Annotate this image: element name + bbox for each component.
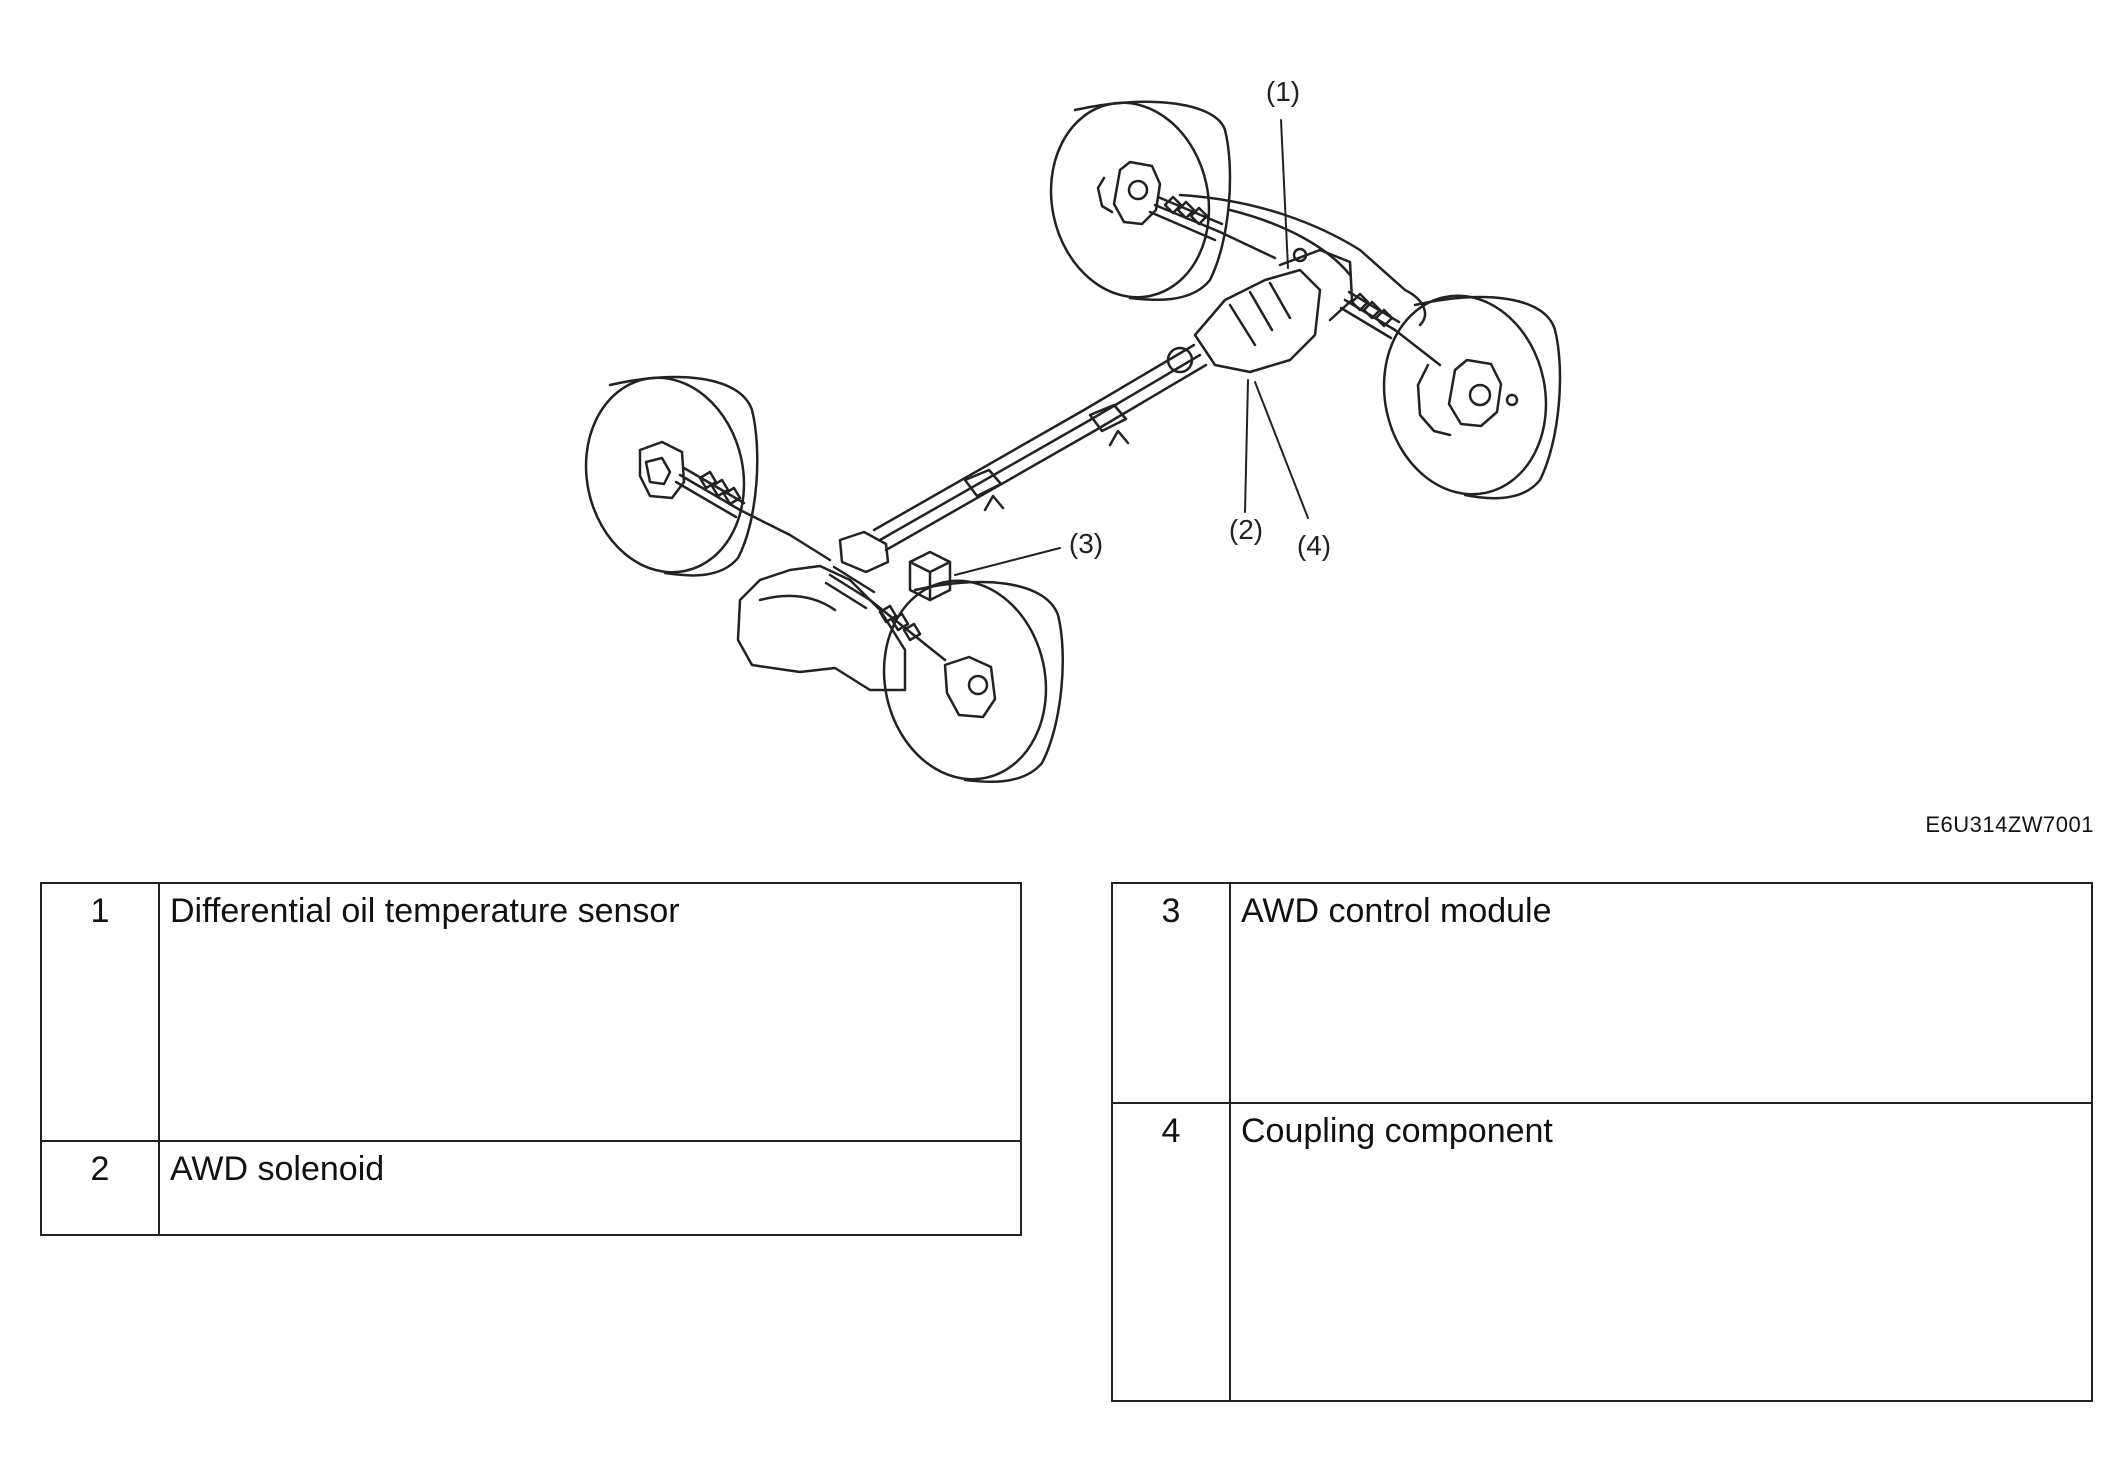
- legend-number: 2: [40, 1140, 160, 1236]
- rear-left-wheel: [1049, 100, 1232, 301]
- legend-number: 4: [1111, 1102, 1231, 1402]
- legend-label: AWD control module: [1229, 882, 2093, 1104]
- rear-differential: [1193, 247, 1354, 374]
- leader-line-1: [1280, 119, 1289, 269]
- legend-label: Coupling component: [1229, 1102, 2093, 1402]
- front-right-wheel: [882, 579, 1064, 784]
- legend-number: 3: [1111, 882, 1231, 1104]
- legend-label: Differential oil temperature sensor: [158, 882, 1022, 1142]
- awd-control-module-box: [908, 550, 952, 602]
- leader-line-3: [954, 547, 1061, 576]
- legend-row: 3 AWD control module: [1111, 882, 2093, 1104]
- callout-4: (4): [1296, 530, 1332, 561]
- rear-body-outline: [1178, 193, 1427, 327]
- callout-1: (1): [1265, 76, 1301, 107]
- callout-3: (3): [1068, 528, 1104, 559]
- callout-2: (2): [1228, 514, 1264, 545]
- legend-label: AWD solenoid: [158, 1140, 1022, 1236]
- figure-code: E6U314ZW7001: [1925, 812, 2094, 837]
- legend-row: 2 AWD solenoid: [40, 1140, 1022, 1236]
- front-left-wheel: [584, 375, 759, 577]
- transfer-case: [838, 530, 890, 574]
- awd-drivetrain-diagram: [584, 100, 1562, 784]
- legend-table-left: 1 Differential oil temperature sensor 2 …: [40, 882, 1022, 1236]
- propeller-shaft: [872, 343, 1208, 552]
- legend-row: 1 Differential oil temperature sensor: [40, 882, 1022, 1142]
- legend-number: 1: [40, 882, 160, 1142]
- rear-right-halfshaft: [1339, 290, 1442, 367]
- leader-line-4: [1254, 381, 1309, 519]
- legend-table-right: 3 AWD control module 4 Coupling componen…: [1111, 882, 2093, 1402]
- front-left-halfshaft: [674, 466, 832, 562]
- rear-right-wheel: [1382, 294, 1562, 500]
- leader-line-2: [1244, 379, 1249, 513]
- rear-left-halfshaft: [1148, 195, 1277, 260]
- legend-row: 4 Coupling component: [1111, 1102, 2093, 1402]
- engine-block-outline: [736, 564, 907, 692]
- front-right-halfshaft: [824, 565, 947, 662]
